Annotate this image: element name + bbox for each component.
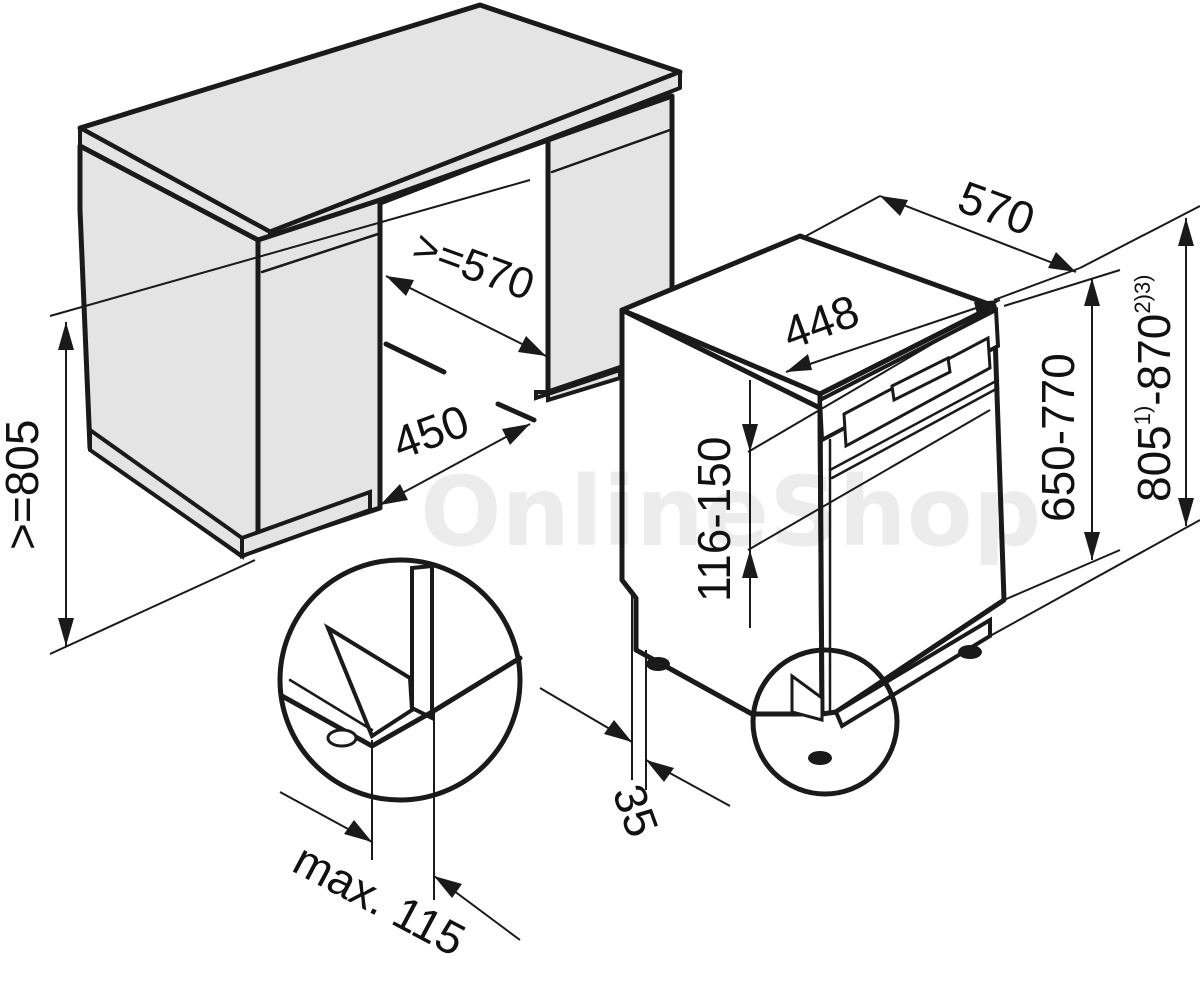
- label-appliance-depth: 570: [952, 171, 1042, 246]
- kitchen-cabinet: [77, 2, 683, 560]
- zoom-door-panel: [410, 563, 434, 722]
- zoom-plinth-bracket: [323, 623, 415, 739]
- label-max-depth: max. 115: [285, 833, 473, 966]
- label-plinth-offset: 35: [603, 778, 669, 844]
- door-handle: [890, 355, 952, 403]
- dimension-lines: [49, 179, 1200, 941]
- detail-marker-circle: [750, 647, 900, 797]
- label-foot-height: 650-770: [1032, 353, 1084, 522]
- svg-text:8051)-8702)3): 8051)-8702)3): [1128, 274, 1180, 502]
- zoom-detail: [277, 557, 523, 803]
- label-total-height: 8051)-8702)3): [1128, 274, 1180, 502]
- label-panel-height: 116-150: [688, 437, 740, 602]
- left-cabinet-front: [255, 197, 383, 551]
- label-niche-height: >=805: [0, 420, 48, 550]
- label-total-height-mid: -870: [1128, 314, 1180, 406]
- label-total-height-base: 805: [1128, 425, 1180, 502]
- watermark-text: OnlineShop: [420, 456, 1041, 568]
- label-total-height-sup1: 1): [1130, 406, 1155, 426]
- dishwasher: [619, 233, 1007, 797]
- foot-front-left: [646, 657, 670, 671]
- label-total-height-sup2: 2)3): [1130, 274, 1155, 313]
- foot-front-right: [808, 751, 832, 765]
- foot-back-right: [958, 645, 982, 659]
